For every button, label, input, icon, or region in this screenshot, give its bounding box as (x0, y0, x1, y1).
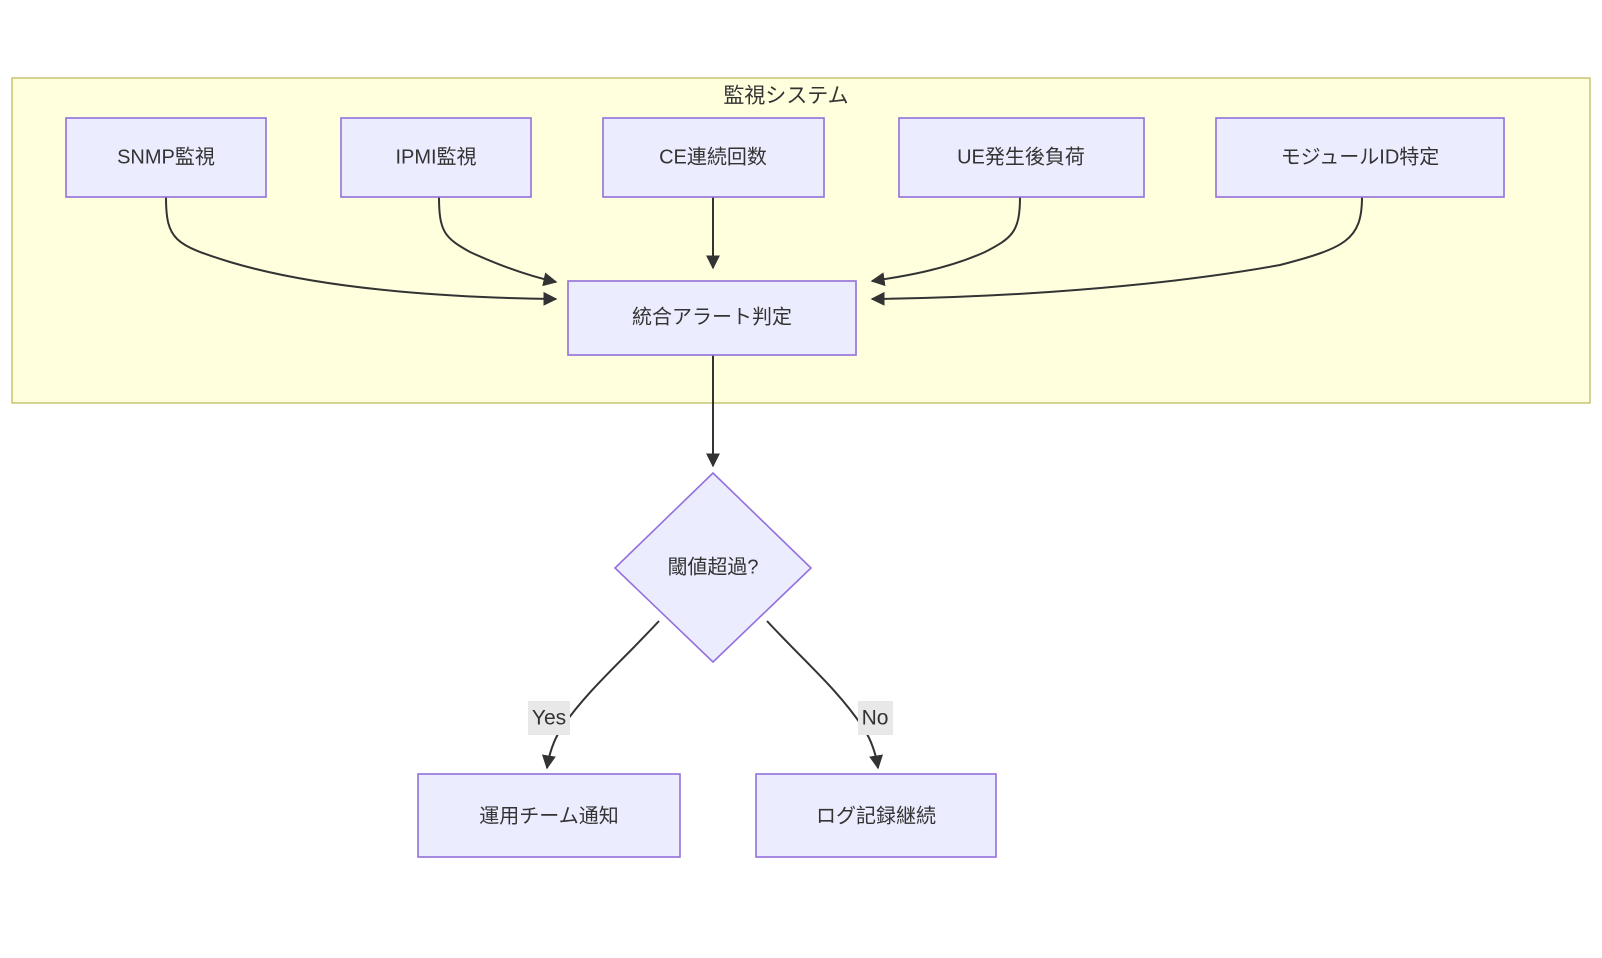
edge-decision-to-log (766, 620, 884, 770)
node-alert-box[interactable] (567, 280, 857, 356)
node-notify[interactable]: 運用チーム通知 (417, 773, 681, 858)
node-module[interactable]: モジュールID特定 (1215, 117, 1505, 198)
node-notify-box[interactable] (417, 773, 681, 858)
edge-module-to-alert (870, 196, 1363, 306)
edge-label-no: No (858, 701, 893, 735)
node-ipmi-label: IPMI監視 (395, 145, 476, 168)
node-snmp-box[interactable] (65, 117, 267, 198)
node-ce[interactable]: CE連続回数 (602, 117, 825, 198)
edge-ue-to-alert (870, 196, 1021, 287)
edge-ipmi-to-alert (438, 196, 558, 287)
node-module-box[interactable] (1215, 117, 1505, 198)
edge-snmp-to-alert (165, 196, 558, 306)
node-ipmi[interactable]: IPMI監視 (340, 117, 532, 198)
node-snmp-label: SNMP監視 (117, 145, 215, 168)
node-decision-label: 閾値超過? (667, 555, 758, 578)
node-ue-label: UE発生後負荷 (957, 145, 1085, 168)
node-log[interactable]: ログ記録継続 (755, 773, 997, 858)
node-ipmi-box[interactable] (340, 117, 532, 198)
node-ce-box[interactable] (602, 117, 825, 198)
node-alert[interactable]: 統合アラート判定 (567, 280, 857, 356)
node-alert-label: 統合アラート判定 (632, 305, 792, 328)
node-module-label: モジュールID特定 (1281, 145, 1440, 168)
node-ce-label: CE連続回数 (659, 145, 767, 168)
node-ue[interactable]: UE発生後負荷 (898, 117, 1145, 198)
node-notify-label: 運用チーム通知 (479, 804, 618, 827)
node-decision-shape[interactable] (613, 471, 813, 664)
edge-label-yes-text: Yes (532, 707, 566, 730)
cluster-title: 監視システム (723, 85, 848, 108)
edge-label-yes-background (528, 701, 570, 735)
edge-decision-to-notify (541, 620, 660, 770)
node-decision[interactable]: 閾値超過? (613, 471, 813, 664)
edge-label-no-background (858, 701, 893, 735)
edge-label-no-text: No (862, 707, 889, 730)
edge-label-yes: Yes (528, 701, 570, 735)
node-snmp[interactable]: SNMP監視 (65, 117, 267, 198)
node-ue-box[interactable] (898, 117, 1145, 198)
node-log-label: ログ記録継続 (816, 804, 936, 827)
node-log-box[interactable] (755, 773, 997, 858)
